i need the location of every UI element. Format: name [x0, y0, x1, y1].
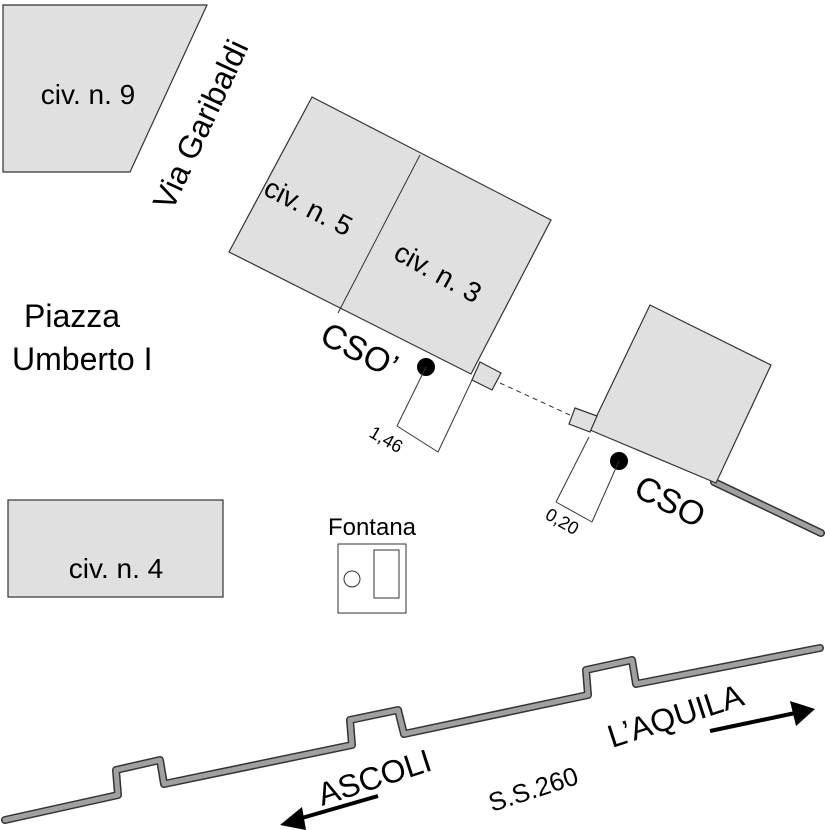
piazza-label-1: Piazza — [24, 298, 120, 334]
small-pier-2 — [568, 407, 598, 433]
label-cso: CSO — [628, 468, 711, 535]
building-divider — [337, 154, 421, 314]
dim-line — [555, 501, 593, 523]
road-ss260 — [1, 644, 824, 824]
dim-line — [396, 425, 439, 453]
dim-line — [437, 377, 474, 453]
fountain — [337, 543, 407, 614]
dashed-alignment — [499, 382, 573, 417]
arrow-right-icon — [709, 701, 815, 733]
direction-laquila: L’AQUILA — [603, 677, 748, 755]
building-civ-9 — [2, 4, 208, 173]
fountain-tank — [373, 549, 400, 599]
building-civ-4 — [7, 499, 224, 598]
dim-label-2: 0,20 — [542, 504, 582, 539]
wall — [711, 479, 824, 536]
road-label: S.S.260 — [485, 761, 582, 818]
building-right — [589, 304, 772, 484]
arrow-left-icon — [280, 794, 379, 830]
dim-line — [591, 460, 620, 523]
dim-line — [555, 436, 590, 503]
building-civ-5-3 — [228, 96, 552, 375]
fountain-label: Fontana — [328, 514, 417, 541]
dim-line — [396, 366, 427, 427]
label-civ-9: civ. n. 9 — [41, 79, 135, 110]
small-pier-1 — [471, 361, 502, 391]
piazza-label-2: Umberto I — [12, 341, 152, 377]
label-civ-4: civ. n. 4 — [69, 553, 163, 584]
dim-label-1: 1,46 — [366, 422, 406, 457]
fountain-basin — [343, 570, 361, 588]
